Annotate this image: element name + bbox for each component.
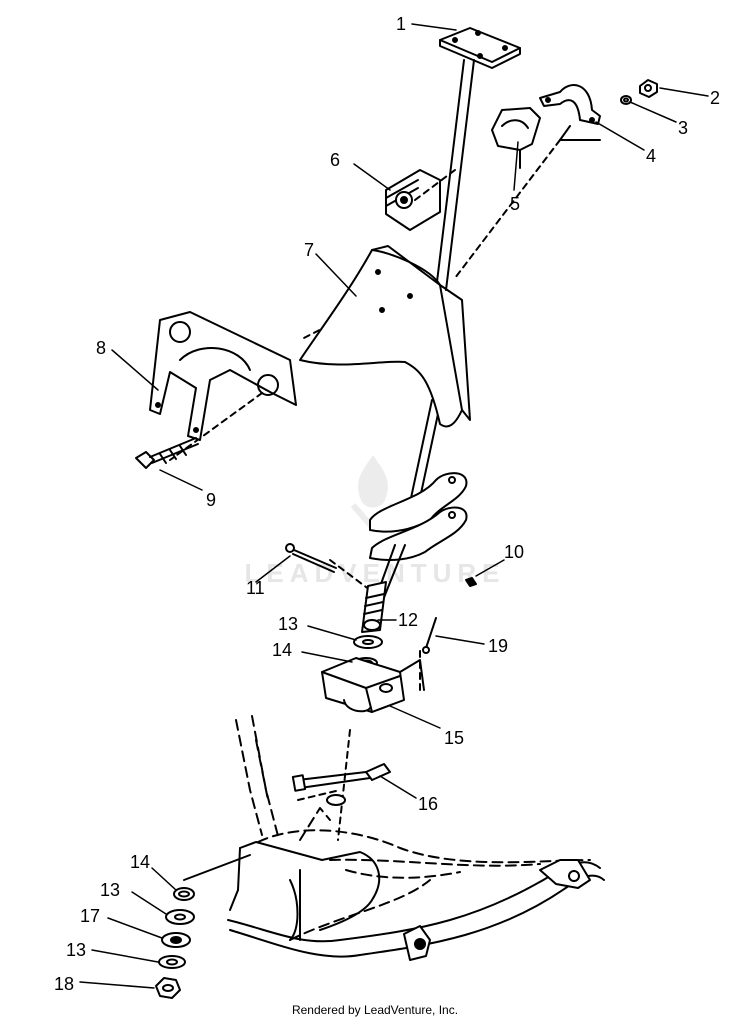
footer-credit: Rendered by LeadVenture, Inc. (291, 1003, 459, 1017)
flat-washer-bottom-part (158, 955, 186, 969)
flat-washer-lower-part (165, 909, 195, 925)
flat-washer-upper-part (353, 635, 383, 649)
callout-14-lower: 14 (130, 852, 150, 872)
castle-nut-part (155, 977, 181, 999)
callout-7: 7 (304, 240, 314, 260)
callout-13-upper: 13 (278, 614, 298, 634)
callout-leaders (79, 23, 709, 989)
washer-part (620, 95, 632, 105)
callout-2: 2 (710, 88, 720, 108)
callout-19: 19 (488, 636, 508, 656)
nut-part (639, 79, 658, 98)
callout-5: 5 (510, 194, 520, 214)
long-bolt-part (285, 543, 337, 573)
clamp-part (539, 84, 601, 125)
callout-1: 1 (396, 14, 406, 34)
bushing-part (385, 169, 441, 231)
callout-18: 18 (54, 974, 74, 994)
callout-15: 15 (444, 728, 464, 748)
callout-11: 11 (246, 578, 265, 598)
callout-4: 4 (646, 146, 656, 166)
callout-17: 17 (80, 906, 100, 926)
callout-10: 10 (504, 542, 524, 562)
pin-part (422, 617, 437, 654)
callout-12: 12 (398, 610, 418, 630)
shaft-end-part (361, 581, 387, 633)
callout-16: 16 (418, 794, 438, 814)
callout-14-upper: 14 (272, 640, 292, 660)
bracket-bolt-part (135, 437, 199, 469)
callout-labels: 1 2 3 4 5 6 7 8 9 10 11 12 13 14 15 16 1… (54, 14, 720, 994)
callout-13-bottom: 13 (66, 940, 86, 960)
bushing-block-part (491, 107, 541, 169)
steering-block-part (321, 657, 425, 713)
spring-washer-part (161, 932, 191, 948)
frame-rail (227, 841, 605, 961)
block-bolt-part (291, 763, 391, 806)
callout-13-lower: 13 (100, 880, 120, 900)
assembly-leader-lines (169, 139, 561, 841)
o-ring-lower-part (173, 887, 195, 901)
callout-9: 9 (206, 490, 216, 510)
frame-outline (235, 715, 591, 941)
callout-6: 6 (330, 150, 340, 170)
steering-support-plate-part (299, 245, 471, 428)
cotter-pin-part (465, 577, 477, 587)
callout-8: 8 (96, 338, 106, 358)
callout-3: 3 (678, 118, 688, 138)
steering-bracket-part (149, 311, 297, 441)
watermark-text: LEADVENTURE (244, 558, 506, 588)
